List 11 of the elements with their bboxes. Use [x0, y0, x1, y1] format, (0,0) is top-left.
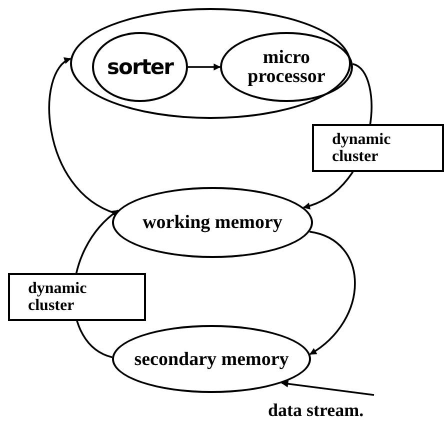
label-box: dynamic cluster — [8, 273, 146, 321]
arrow — [309, 230, 356, 356]
arrow — [188, 64, 221, 70]
cluster-ellipse — [70, 8, 351, 119]
arrow — [281, 380, 374, 396]
label-box: dynamic cluster — [312, 124, 444, 172]
memory-ellipse: working memory — [112, 187, 313, 258]
process-ellipse: sorter — [92, 32, 188, 102]
memory-ellipse: secondary memory — [112, 325, 311, 393]
process-ellipse: micro processor — [220, 32, 353, 102]
edge-label: data stream. — [268, 401, 364, 420]
